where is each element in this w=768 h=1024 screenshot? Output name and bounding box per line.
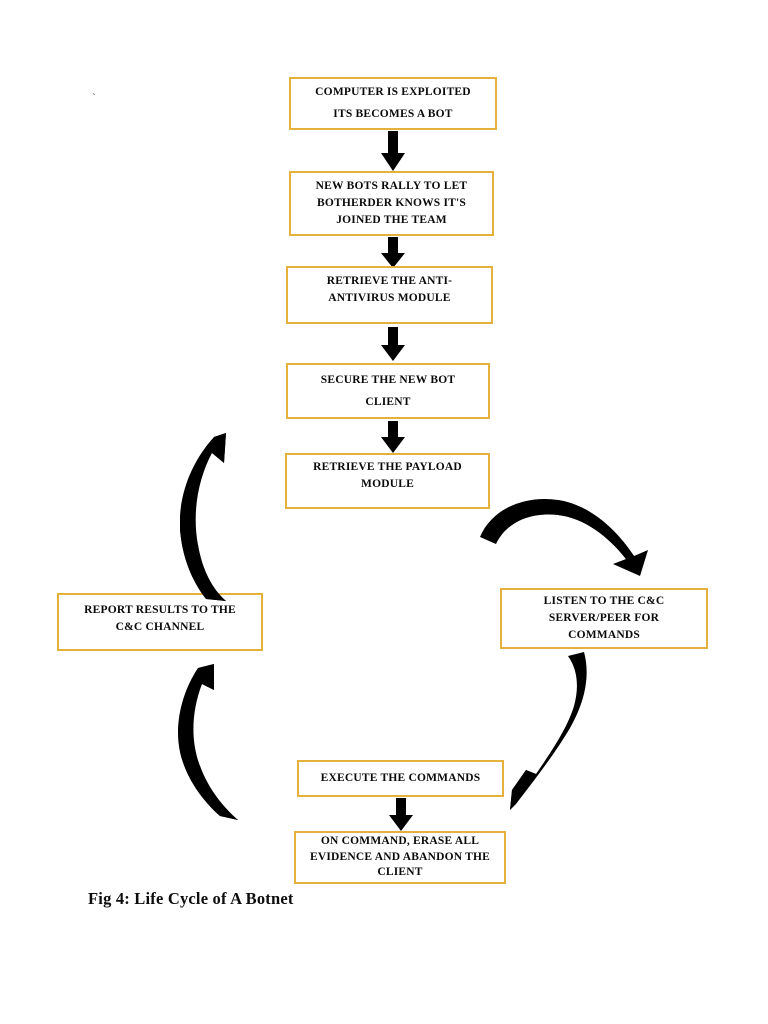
node-label: EXECUTE THE COMMANDS bbox=[320, 772, 481, 785]
node-report-results[interactable]: REPORT RESULTS TO THE C&C CHANNEL bbox=[57, 593, 263, 651]
node-label: RETRIEVE THE PAYLOAD MODULE bbox=[313, 461, 462, 490]
node-execute-commands[interactable]: EXECUTE THE COMMANDS bbox=[297, 760, 504, 797]
node-label: REPORT RESULTS TO THE C&C CHANNEL bbox=[84, 604, 236, 633]
node-computer-exploited[interactable]: COMPUTER IS EXPLOITED ITS BECOMES A BOT bbox=[289, 77, 497, 130]
node-label: SECURE THE NEW BOT CLIENT bbox=[320, 373, 456, 408]
node-secure-new-bot-client[interactable]: SECURE THE NEW BOT CLIENT bbox=[286, 363, 490, 419]
node-label: COMPUTER IS EXPLOITED ITS BECOMES A BOT bbox=[315, 85, 471, 120]
arrow-rally-to-antivirus bbox=[378, 237, 408, 268]
arrow-listen-to-execute bbox=[506, 652, 606, 812]
node-erase-evidence[interactable]: ON COMMAND, ERASE ALL EVIDENCE AND ABAND… bbox=[294, 831, 506, 884]
node-label: NEW BOTS RALLY TO LET BOTHERDER KNOWS IT… bbox=[315, 180, 468, 226]
node-listen-cc-server[interactable]: LISTEN TO THE C&C SERVER/PEER FOR COMMAN… bbox=[500, 588, 708, 649]
figure-caption: Fig 4: Life Cycle of A Botnet bbox=[88, 889, 294, 908]
arrow-execute-to-erase bbox=[386, 798, 416, 831]
node-label: RETRIEVE THE ANTI- ANTIVIRUS MODULE bbox=[326, 275, 453, 304]
arrow-antivirus-to-secure bbox=[378, 327, 408, 361]
arrow-payload-to-listen bbox=[474, 494, 654, 576]
node-retrieve-payload-module[interactable]: RETRIEVE THE PAYLOAD MODULE bbox=[285, 453, 490, 509]
node-label: LISTEN TO THE C&C SERVER/PEER FOR COMMAN… bbox=[543, 595, 665, 641]
arrow-secure-to-payload bbox=[378, 421, 408, 453]
arrow-erase-to-report bbox=[178, 662, 258, 822]
stray-tick-mark: ` bbox=[92, 92, 96, 104]
node-retrieve-anti-antivirus[interactable]: RETRIEVE THE ANTI- ANTIVIRUS MODULE bbox=[286, 266, 493, 324]
node-label: ON COMMAND, ERASE ALL EVIDENCE AND ABAND… bbox=[310, 835, 490, 879]
arrow-report-to-payload bbox=[180, 433, 260, 601]
node-new-bots-rally[interactable]: NEW BOTS RALLY TO LET BOTHERDER KNOWS IT… bbox=[289, 171, 494, 236]
arrow-exploited-to-rally bbox=[378, 131, 408, 171]
